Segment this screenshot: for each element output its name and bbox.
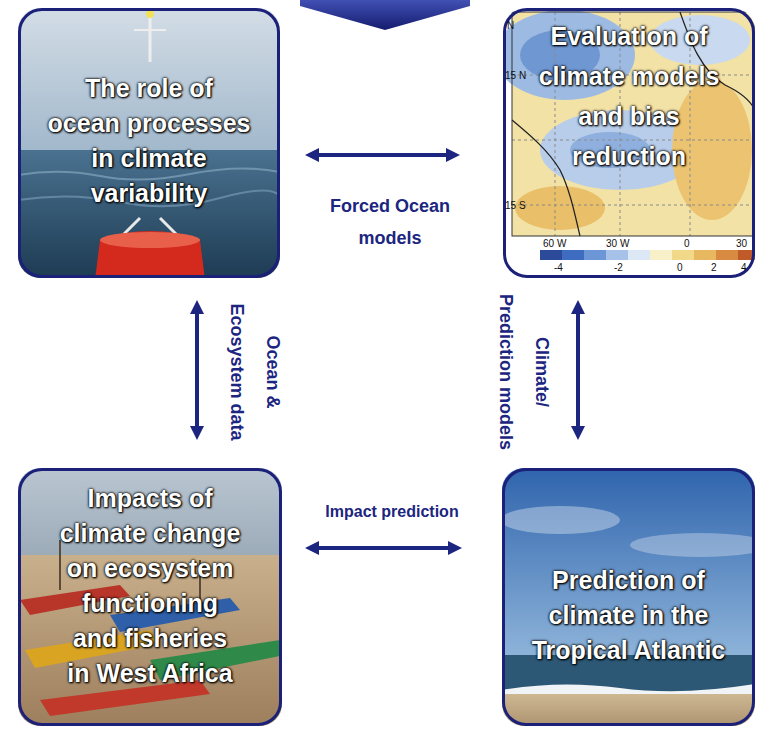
- topic-box: The role of ocean processes in climate v…: [18, 8, 280, 278]
- colorbar-cell: [540, 250, 562, 260]
- boat-pole: [59, 540, 61, 590]
- axis-label: -4: [554, 262, 563, 273]
- arrow-label: Climate/ Prediction models: [487, 294, 559, 451]
- axis-label: 0: [684, 238, 690, 249]
- axis-label: 15 N: [505, 70, 526, 81]
- buoy-photo: [18, 8, 280, 278]
- axis-label: N: [507, 20, 514, 31]
- topic-text: Evaluation of climate models and bias re…: [534, 16, 724, 176]
- axis-label: 2: [711, 262, 717, 273]
- figure-ground: [503, 8, 755, 278]
- map-grid: [512, 140, 755, 141]
- coast-photo: [502, 468, 755, 726]
- buoy-mast: [149, 14, 152, 62]
- axis-label: -2: [614, 262, 623, 273]
- map-field: [512, 12, 755, 236]
- axis-label: 15 S: [505, 200, 526, 211]
- beach-photo: [18, 468, 282, 726]
- sky: [18, 468, 282, 563]
- sand: [502, 694, 755, 726]
- topic-box: Prediction of climate in the Tropical At…: [502, 468, 755, 726]
- buoy-mast: [134, 29, 166, 31]
- topic-box: Impacts of climate change on ecosystem f…: [18, 468, 282, 726]
- map-frame: [512, 12, 755, 236]
- axis-label: 0: [677, 262, 683, 273]
- axis-label: 4: [741, 262, 747, 273]
- colorbar-cell: [716, 250, 738, 260]
- coastline: [512, 120, 580, 236]
- map-figure: [503, 8, 755, 278]
- sky: [502, 468, 755, 660]
- buoy-top: [100, 232, 200, 248]
- double-arrow: [319, 546, 448, 550]
- cloud: [630, 533, 755, 557]
- colorbar-cell: [584, 250, 606, 260]
- axis-label: 60 W: [543, 238, 566, 249]
- arrow-label: Forced Ocean models: [330, 190, 451, 254]
- cloud: [502, 506, 620, 534]
- buoy-body: [95, 231, 205, 278]
- double-arrow: [195, 314, 199, 426]
- topic-text: Impacts of climate change on ecosystem f…: [60, 481, 241, 691]
- topic-text: Prediction of climate in the Tropical At…: [532, 563, 726, 668]
- colorbar-cell: [562, 250, 584, 260]
- colorbar-cell: [672, 250, 694, 260]
- chevron: [300, 0, 470, 30]
- arrow-label: Impact prediction: [325, 501, 459, 523]
- topic-box: Evaluation of climate models and bias re…: [503, 8, 755, 278]
- colorbar-cell: [628, 250, 650, 260]
- double-arrow: [576, 314, 580, 426]
- colorbar-cell: [650, 250, 672, 260]
- topic-text: The role of ocean processes in climate v…: [48, 71, 251, 211]
- colorbar-cell: [606, 250, 628, 260]
- double-arrow: [319, 153, 446, 157]
- colorbar-cell: [694, 250, 716, 260]
- axis-label: 30: [736, 238, 747, 249]
- map-grid: [512, 205, 755, 206]
- axis-label: 30 W: [606, 238, 629, 249]
- buoy-light: [146, 10, 154, 18]
- map-anomaly: [515, 186, 605, 230]
- arrow-label: Ocean & Ecosystem data: [219, 303, 291, 441]
